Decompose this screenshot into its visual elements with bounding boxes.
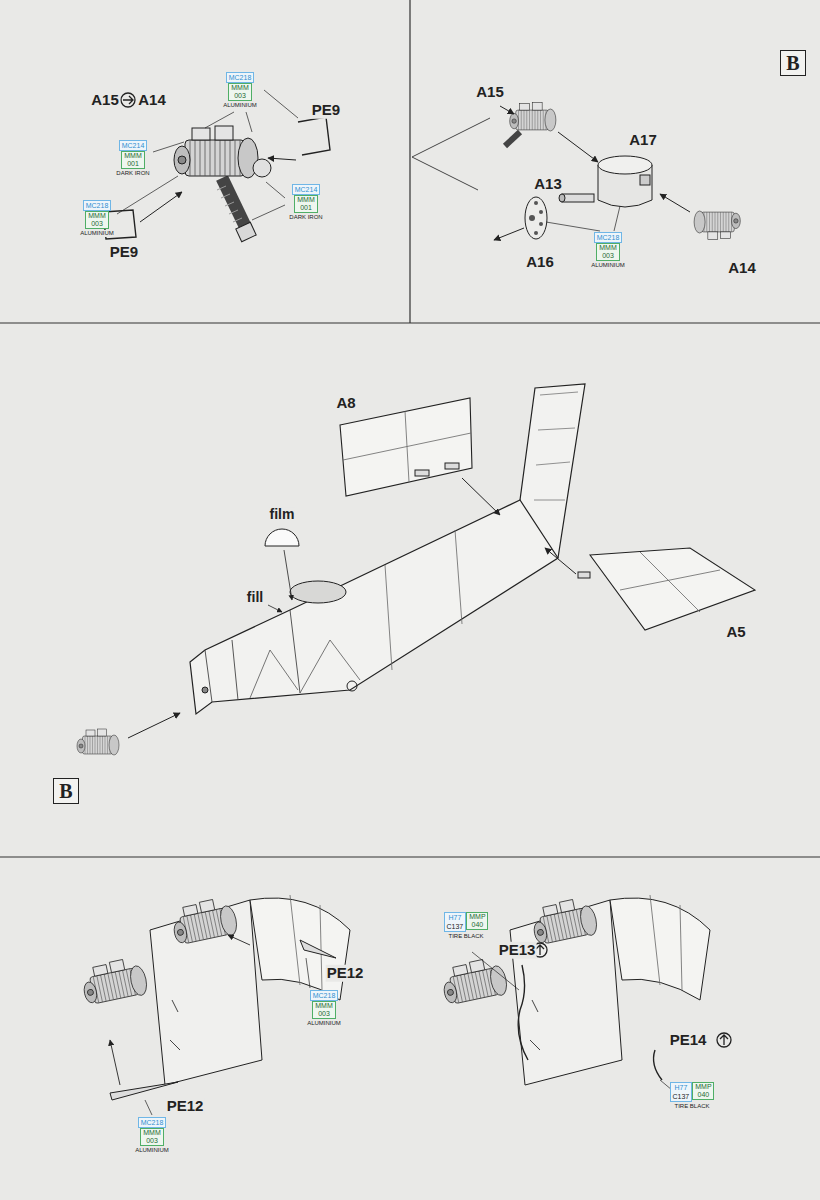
step-letter: B xyxy=(780,50,805,76)
part-label: A15 xyxy=(90,92,120,109)
color-name: ALUMINIUM xyxy=(135,1147,169,1154)
color-name: DARK IRON xyxy=(116,170,149,177)
paint-code: MMP 040 xyxy=(692,1082,714,1100)
color-name: ALUMINIUM xyxy=(223,102,257,109)
part-label: A14 xyxy=(727,260,757,277)
part-label: A5 xyxy=(725,624,746,641)
paint-code: MC218 xyxy=(138,1117,167,1128)
engine-a14 xyxy=(174,126,271,242)
paint-callout: MC214MMM 001DARK IRON xyxy=(289,184,322,221)
part-label: A13 xyxy=(533,176,563,193)
film-dome xyxy=(265,529,299,546)
paint-code: MMM 003 xyxy=(312,1001,336,1019)
paint-code: MMM 001 xyxy=(121,151,145,169)
paint-code: MC218 xyxy=(310,990,339,1001)
color-name: DARK IRON xyxy=(289,214,322,221)
step-box: B xyxy=(780,50,805,76)
part-label: PE12 xyxy=(326,965,365,982)
paint-callout: MC218MMM 003ALUMINIUM xyxy=(223,72,257,109)
step-box: B xyxy=(53,778,78,804)
paint-callout: MC218MMM 003ALUMINIUM xyxy=(591,232,625,269)
fuselage xyxy=(190,384,585,714)
pe13-part xyxy=(518,965,528,1060)
paint-callout: H77C137MMP 040TIRE BLACK xyxy=(670,1082,715,1110)
pe12-part xyxy=(300,940,336,958)
stabilizer-a5 xyxy=(578,548,755,630)
step-letter: B xyxy=(53,778,78,804)
symmetry-symbol xyxy=(121,93,135,107)
paint-code: MMM 003 xyxy=(596,243,620,261)
paint-callout: H77C137MMP 040TIRE BLACK xyxy=(444,912,489,940)
part-label: PE14 xyxy=(669,1032,708,1049)
color-name: ALUMINIUM xyxy=(80,230,114,237)
direction-symbol xyxy=(717,1033,731,1047)
mount-a17 xyxy=(598,156,652,207)
paint-code: MMM 001 xyxy=(294,195,318,213)
part-label: film xyxy=(269,507,296,522)
part-label: PE13 xyxy=(498,942,537,959)
paint-code: MMM 003 xyxy=(228,83,252,101)
paint-code: MMP 040 xyxy=(466,912,488,930)
paint-callout: MC218MMM 003ALUMINIUM xyxy=(80,200,114,237)
paint-code: H77 xyxy=(672,1083,689,1092)
color-name: ALUMINIUM xyxy=(591,262,625,269)
paint-code: MC214 xyxy=(119,140,148,151)
paint-code: MC214 xyxy=(292,184,321,195)
stabilizer-a8 xyxy=(340,398,472,496)
paint-code: C137 xyxy=(445,922,466,931)
wing-view xyxy=(79,895,350,1085)
shaft-a13 xyxy=(559,194,594,202)
part-label: A15 xyxy=(475,84,505,101)
part-label: A8 xyxy=(335,395,356,412)
pe9-part xyxy=(298,117,330,155)
part-label: fill xyxy=(246,590,264,605)
paint-code: MC218 xyxy=(594,232,623,243)
part-label: A16 xyxy=(525,254,555,271)
pe14-part xyxy=(654,1050,662,1080)
paint-code: C137 xyxy=(671,1092,692,1101)
color-name: ALUMINIUM xyxy=(307,1020,341,1027)
wing-view xyxy=(439,895,710,1085)
paint-callout: MC218MMM 003ALUMINIUM xyxy=(135,1117,169,1154)
paint-codes: H77C137MMP 040 xyxy=(670,1082,715,1102)
part-label: PE12 xyxy=(166,1098,205,1115)
paint-codes: H77C137 xyxy=(670,1082,693,1102)
paint-code: MC218 xyxy=(226,72,255,83)
paint-code: H77 xyxy=(446,913,463,922)
color-name: TIRE BLACK xyxy=(448,933,483,940)
part-label: PE9 xyxy=(109,244,139,261)
part-label: A14 xyxy=(137,92,167,109)
paint-code: MMM 003 xyxy=(85,211,109,229)
paint-codes: H77C137 xyxy=(444,912,467,932)
paint-codes: H77C137MMP 040 xyxy=(444,912,489,932)
disk-a16 xyxy=(525,197,547,239)
part-label: PE9 xyxy=(311,102,341,119)
paint-callout: MC218MMM 003ALUMINIUM xyxy=(307,990,341,1027)
paint-callout: MC214MMM 001DARK IRON xyxy=(116,140,149,177)
part-label: A17 xyxy=(628,132,658,149)
paint-code: MMM 003 xyxy=(140,1128,164,1146)
paint-code: MC218 xyxy=(83,200,112,211)
color-name: TIRE BLACK xyxy=(674,1103,709,1110)
